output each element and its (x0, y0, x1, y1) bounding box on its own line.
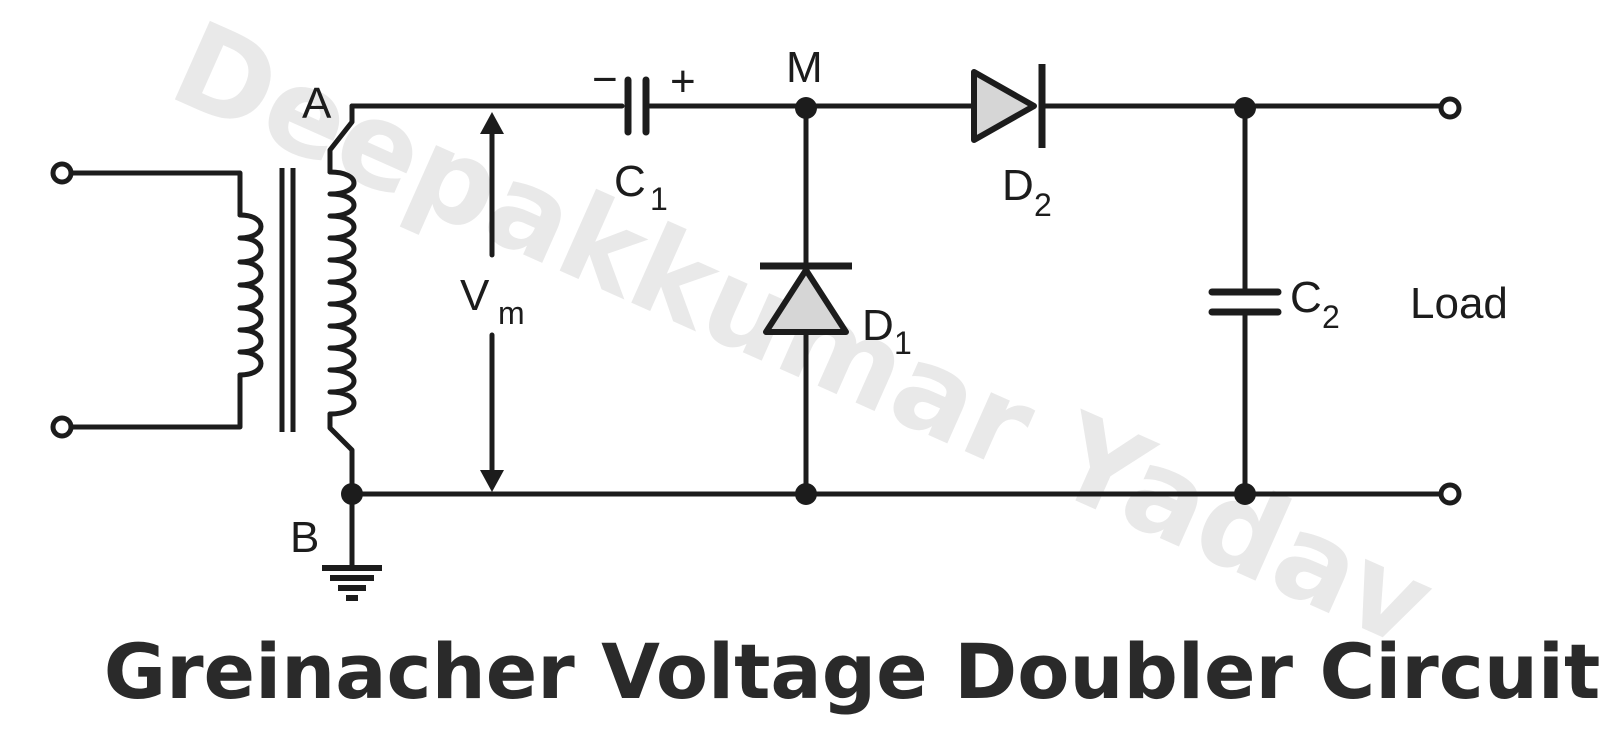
d2-subscript: 2 (1034, 187, 1052, 223)
node-m-label: M (786, 43, 823, 92)
diode-d2 (971, 64, 1046, 148)
c1-subscript: 1 (650, 181, 668, 217)
c2-label: C (1290, 273, 1322, 322)
capacitor-c2 (1208, 105, 1282, 497)
diagram-title: Greinacher Voltage Doubler Circuit (104, 627, 1600, 716)
secondary-lead-bottom (327, 411, 355, 497)
ground-icon (322, 491, 382, 601)
primary-winding (237, 212, 264, 378)
output-terminal-bottom (1438, 482, 1462, 506)
capacitor-c1 (624, 76, 650, 136)
output-terminal-top (1438, 96, 1462, 120)
transformer-core (279, 168, 296, 432)
transformer (237, 103, 357, 497)
secondary-lead-top (327, 103, 355, 175)
primary-lead-bottom (68, 372, 243, 430)
node-a-label: A (302, 79, 332, 128)
d1-subscript: 1 (894, 325, 912, 361)
input-terminal-top (50, 161, 74, 185)
input-terminals (50, 161, 243, 439)
d1-label: D (862, 301, 894, 350)
node-b-label: B (290, 513, 319, 562)
primary-lead-top (68, 170, 243, 218)
c1-label: C (614, 157, 646, 206)
vm-label: V (460, 271, 490, 320)
vm-subscript: m (498, 295, 525, 331)
c1-minus-label: − (592, 55, 618, 104)
load-label: Load (1410, 279, 1508, 328)
d2-label: D (1002, 161, 1034, 210)
vm-arrow (480, 112, 504, 492)
input-terminal-bottom (50, 415, 74, 439)
diode-d1 (760, 105, 852, 497)
c2-subscript: 2 (1322, 299, 1340, 335)
c1-plus-label: + (670, 57, 696, 106)
secondary-winding (327, 169, 357, 417)
